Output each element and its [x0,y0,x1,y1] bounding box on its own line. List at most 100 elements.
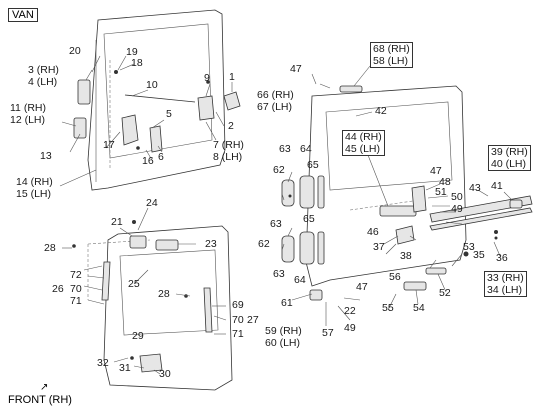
callout-10: 10 [146,79,158,91]
callout-36: 36 [496,252,508,264]
callout-41: 41 [491,180,503,192]
callout-54: 54 [413,302,425,314]
callout-63-c: 63 [273,268,285,280]
interior-handle-44 [379,205,417,217]
hinge-bracket [77,79,91,105]
callout-44-45: 44 (RH) 45 (LH) [342,130,385,156]
callout-49-low: 49 [344,322,356,334]
callout-3-4: 3 (RH) 4 (LH) [28,64,59,88]
callout-50: 50 [451,191,463,203]
callout-19: 19 [126,46,138,58]
van-title: VAN [8,8,38,22]
callout-9: 9 [204,72,210,84]
callout-7-8: 7 (RH) 8 (LH) [213,139,244,163]
block-54 [403,281,427,291]
callout-25: 25 [128,278,140,290]
callout-13: 13 [40,150,52,162]
callout-62-lower: 62 [258,238,270,250]
lock-mechanism [121,114,139,146]
callout-65-lower: 65 [303,213,315,225]
callout-32: 32 [97,357,109,369]
callout-30: 30 [159,368,171,380]
callout-31: 31 [119,362,131,374]
lock-48 [411,185,427,213]
upper-left-door [73,9,241,191]
guide-38 [395,225,415,245]
callout-68-58: 68 (RH) 58 (LH) [370,42,413,68]
callout-69: 69 [232,299,244,311]
bumper-group-lower [281,231,325,265]
callout-42: 42 [375,105,387,117]
callout-63-b: 63 [270,218,282,230]
callout-61: 61 [281,297,293,309]
callout-53: 53 [463,241,475,253]
callout-49-right: 49 [451,203,463,215]
callout-39-40: 39 (RH) 40 (LH) [488,145,531,171]
callout-43: 43 [469,182,481,194]
striker-59 [309,289,323,301]
callout-16: 16 [142,155,154,167]
callout-1: 1 [229,71,235,83]
callout-28-left: 28 [44,242,56,254]
hinge-lower [73,117,87,139]
callout-65-upper: 65 [307,159,319,171]
callout-2: 2 [228,120,234,132]
callout-72: 72 [70,269,82,281]
callout-47-top: 47 [290,63,302,75]
callout-56: 56 [389,271,401,283]
callout-18: 18 [131,57,143,69]
bumper-group-upper [281,175,325,209]
callout-59-60: 59 (RH) 60 (LH) [265,325,302,349]
callout-70-left: 70 [70,283,82,295]
lower-hinge [139,353,163,373]
callout-5: 5 [166,108,172,120]
callout-51: 51 [435,186,447,198]
callout-52: 52 [439,287,451,299]
callout-63-a: 63 [279,143,291,155]
callout-22: 22 [344,305,356,317]
gas-strut-left [101,261,111,301]
callout-17: 17 [103,139,115,151]
callout-46: 46 [367,226,379,238]
sliding-door [305,85,533,301]
gas-strut-right [203,287,213,333]
callout-11-12: 11 (RH) 12 (LH) [10,102,46,126]
callout-14-15: 14 (RH) 15 (LH) [16,176,53,200]
callout-27: 27 [247,314,259,326]
rail-cover [429,207,533,231]
interior-handle [149,125,163,153]
upper-rail [339,85,363,93]
callout-24: 24 [146,197,158,209]
callout-21: 21 [111,216,123,228]
callout-57: 57 [322,327,334,339]
callout-62-upper: 62 [273,164,285,176]
roller-56 [425,267,447,275]
callout-23: 23 [205,238,217,250]
callout-38: 38 [400,250,412,262]
callout-71-right: 71 [232,328,244,340]
callout-26: 26 [52,283,64,295]
callout-47-low: 47 [356,281,368,293]
callout-29: 29 [132,330,144,342]
callout-47-mid: 47 [430,165,442,177]
callout-55: 55 [382,302,394,314]
callout-64-upper: 64 [300,143,312,155]
upper-hinge [129,235,147,249]
callout-71-left: 71 [70,295,82,307]
hinge-23 [155,239,179,251]
callout-66-67: 66 (RH) 67 (LH) [257,89,294,113]
callout-35: 35 [473,249,485,261]
lower-left-door [72,220,233,391]
latch [197,95,215,121]
callout-70-right: 70 [232,314,244,326]
exterior-handle [223,91,241,111]
rail-53 [429,195,533,223]
callout-28-mid: 28 [158,288,170,300]
callout-6: 6 [158,151,164,163]
callout-64-lower: 64 [294,274,306,286]
bracket-41 [509,199,523,209]
callout-48: 48 [439,176,451,188]
leader-lines [59,55,513,375]
front-rh-caption: FRONT (RH) [8,394,72,406]
